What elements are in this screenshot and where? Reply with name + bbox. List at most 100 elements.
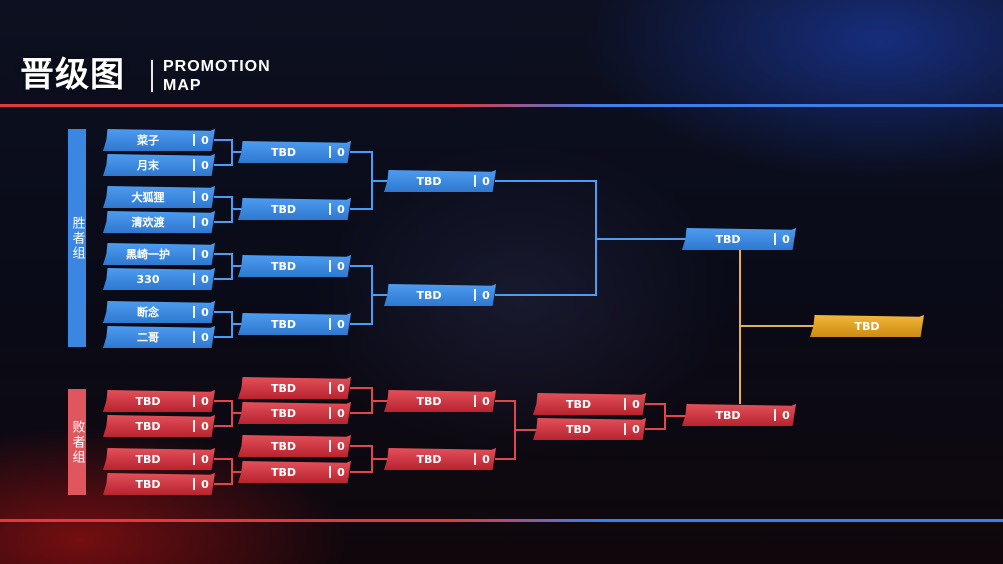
page-title: 晋级图 [20,55,125,95]
winners-connectors [214,139,686,338]
losers-group-label: 败者组 [68,389,86,495]
score-separator [193,159,195,171]
team-score: 0 [201,133,209,147]
team-score: 0 [632,397,640,411]
team-score: 0 [482,452,490,466]
winners-group-label: 胜者组 [68,129,86,347]
team-score: 0 [482,394,490,408]
team-score: 0 [337,381,345,395]
team-score: 0 [201,305,209,319]
score-separator [329,466,331,478]
score-separator [193,134,195,146]
winners-r1-slot[interactable]: 大狐狸 0 [103,186,215,208]
winners-r1-slot[interactable]: 断念 0 [103,301,215,323]
losers-final-slot[interactable]: TBD 0 [682,404,796,426]
team-score: 0 [201,394,209,408]
losers-r2-slot[interactable]: TBD 0 [238,435,351,457]
team-name: TBD [854,319,880,333]
team-score: 0 [337,145,345,159]
losers-r1-slot[interactable]: TBD 0 [103,415,215,437]
team-score: 0 [337,439,345,453]
score-separator [193,306,195,318]
team-name: 大狐狸 [131,191,165,204]
losers-r4-slot[interactable]: TBD 0 [533,393,646,415]
winners-r1-slot[interactable]: 黑崎一护 0 [103,243,215,265]
winners-r1-slot[interactable]: 二哥 0 [103,326,215,348]
champion-slot[interactable]: TBD [810,315,924,337]
team-score: 0 [201,272,209,286]
team-score: 0 [337,465,345,479]
team-name: TBD [270,406,297,420]
team-name: 330 [136,272,160,286]
score-separator [474,175,476,187]
team-name: TBD [416,452,442,466]
score-separator [474,453,476,465]
team-name: 断念 [137,306,159,319]
team-name: TBD [270,381,297,395]
team-name: 月末 [137,159,159,172]
team-score: 0 [201,330,209,344]
team-score: 0 [482,174,490,188]
score-separator [329,203,331,215]
winners-r1-slot[interactable]: 月末 0 [103,154,215,176]
team-name: TBD [565,397,592,411]
score-separator [329,382,331,394]
team-name: TBD [416,288,442,302]
losers-r3-slot[interactable]: TBD 0 [384,390,496,412]
team-name: TBD [416,394,442,408]
score-separator [624,423,626,435]
team-score: 0 [201,158,209,172]
winners-r3-slot[interactable]: TBD 0 [384,170,496,192]
score-separator [193,216,195,228]
score-separator [193,453,195,465]
score-separator [329,318,331,330]
subtitle-line-2: MAP [163,77,202,94]
team-name: TBD [270,259,297,273]
team-score: 0 [782,408,790,422]
title-divider [151,60,153,92]
team-score: 0 [337,202,345,216]
losers-r3-slot[interactable]: TBD 0 [384,448,496,470]
team-name: TBD [135,394,161,408]
losers-r2-slot[interactable]: TBD 0 [238,461,351,483]
team-score: 0 [337,317,345,331]
team-score: 0 [632,422,640,436]
score-separator [329,146,331,158]
score-separator [329,440,331,452]
team-name: TBD [416,174,442,188]
losers-r1-slot[interactable]: TBD 0 [103,390,215,412]
team-name: TBD [270,439,297,453]
winners-r1-slot[interactable]: 330 0 [103,268,215,290]
team-score: 0 [201,247,209,261]
team-name: 黑崎一护 [126,248,170,261]
team-name: 清欢渡 [131,216,165,229]
score-separator [193,191,195,203]
team-name: TBD [715,408,741,422]
losers-r2-slot[interactable]: TBD 0 [238,377,351,399]
team-score: 0 [201,419,209,433]
score-separator [474,395,476,407]
score-separator [193,395,195,407]
team-name: TBD [135,419,161,433]
page-subtitle: PROMOTION MAP [163,57,271,95]
team-name: TBD [270,465,297,479]
team-score: 0 [201,190,209,204]
score-separator [774,233,776,245]
score-separator [329,407,331,419]
team-name: 二哥 [137,331,159,344]
grand-final-connectors [739,250,818,404]
score-separator [474,289,476,301]
